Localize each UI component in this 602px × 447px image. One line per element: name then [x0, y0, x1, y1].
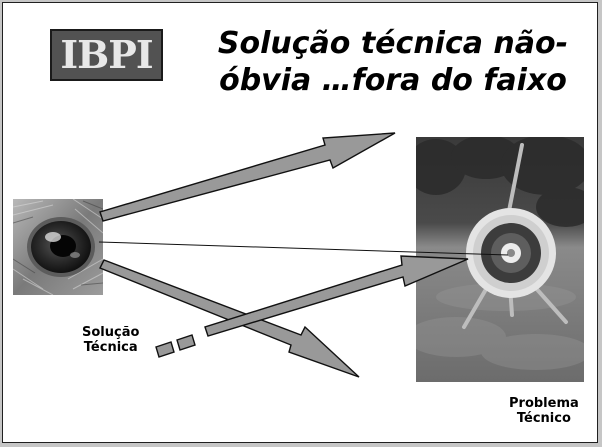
ibpi-logo: IBPI — [50, 29, 163, 81]
arrow-downward — [99, 259, 360, 378]
arrow-upward — [99, 132, 396, 222]
arrow-solution — [204, 255, 469, 337]
arrow-tail-dash-1 — [155, 341, 175, 358]
line-of-sight — [98, 241, 509, 256]
logo-text: IBPI — [60, 32, 153, 77]
arrows-diagram — [98, 132, 509, 378]
slide-title: Solução técnica não- óbvia …fora do faix… — [213, 25, 573, 99]
title-line-1: Solução técnica não- — [217, 26, 569, 61]
eagle-eye-image — [13, 199, 103, 295]
problem-label: Problema Técnico — [509, 396, 579, 426]
archery-target-image — [416, 137, 584, 382]
arrow-tail-dash-2 — [176, 334, 196, 351]
title-line-2: óbvia …fora do faixo — [219, 63, 567, 98]
solution-label: Solução Técnica — [82, 325, 140, 355]
slide: IBPI Solução técnica não- óbvia …fora do… — [2, 2, 598, 443]
